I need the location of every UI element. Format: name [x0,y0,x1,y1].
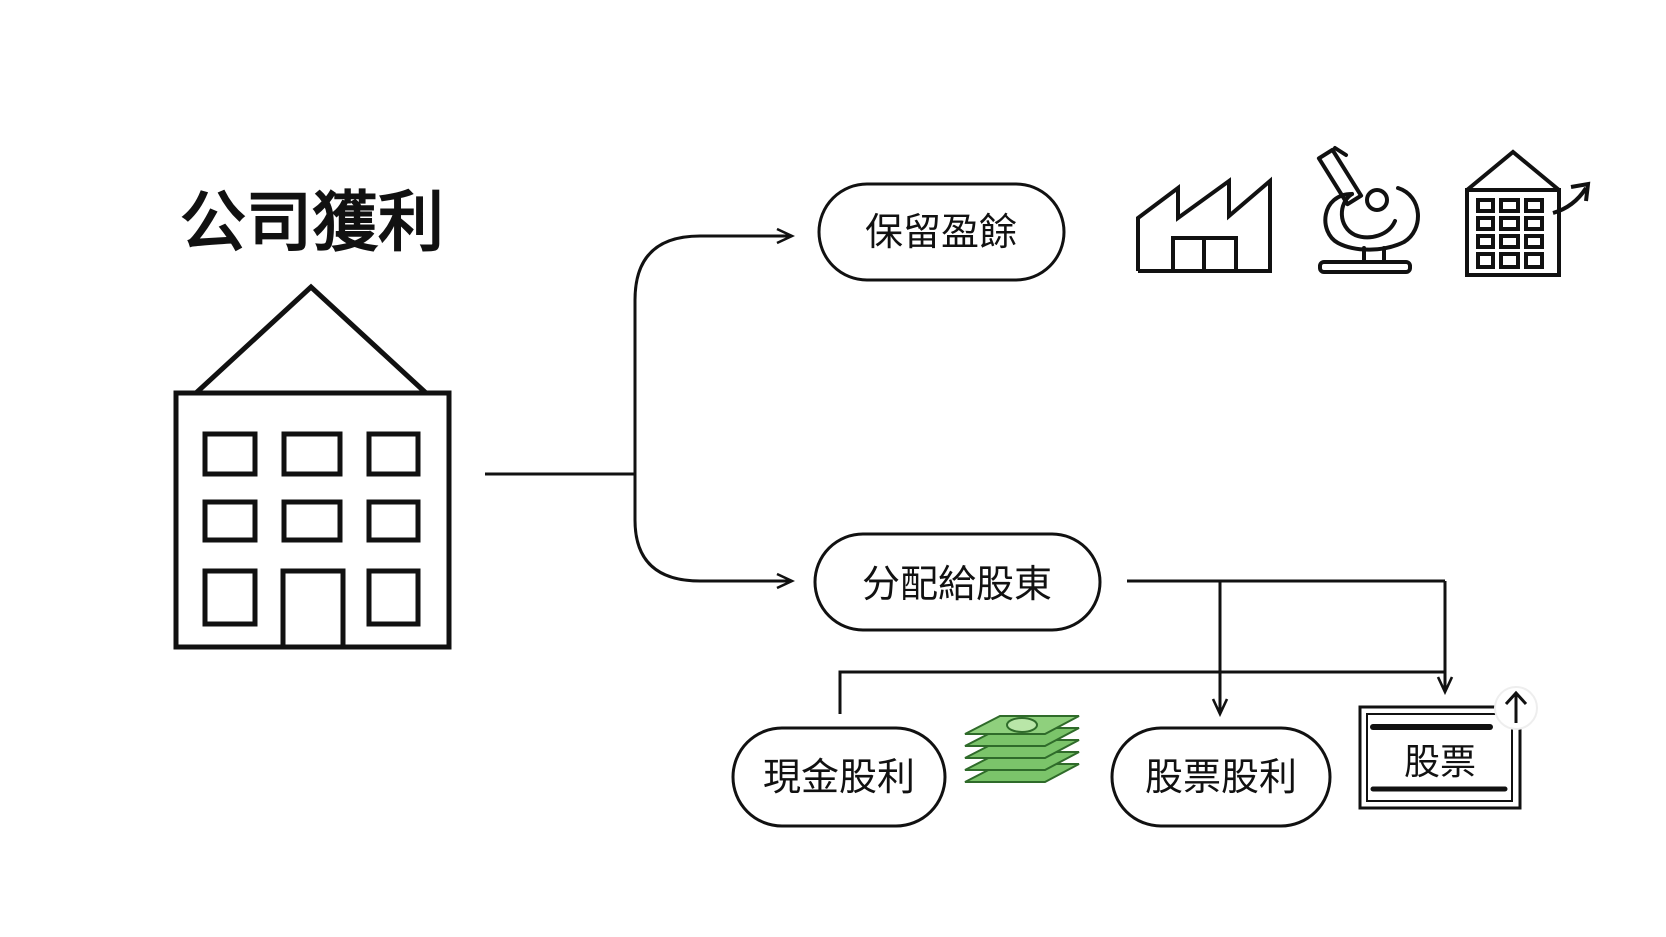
distribute-to-shareholders-node: 分配給股東 [813,532,1102,632]
profit-split-connector [485,236,792,581]
building-icon [173,283,452,650]
stock-certificate-icon: 股票 [1358,686,1538,810]
diagram-title: 公司獲利 [180,184,444,261]
stock-certificate-label: 股票 [1404,742,1476,783]
factory-icon [1136,176,1272,273]
microscope-icon [1316,146,1420,274]
money-stack-icon [964,715,1080,783]
cash-dividend-node: 現金股利 [731,726,947,828]
cash-dividend-label: 現金股利 [763,755,915,799]
stock-dividend-label: 股票股利 [1145,755,1297,799]
retained-earnings-node: 保留盈餘 [817,182,1066,282]
distribution-connector [838,579,1445,714]
retained-earnings-label: 保留盈餘 [865,210,1017,254]
building-growth-icon [1465,149,1591,277]
arrow-up-icon [1494,686,1538,730]
stock-dividend-node: 股票股利 [1110,726,1332,828]
distribute-to-shareholders-label: 分配給股東 [862,562,1052,606]
